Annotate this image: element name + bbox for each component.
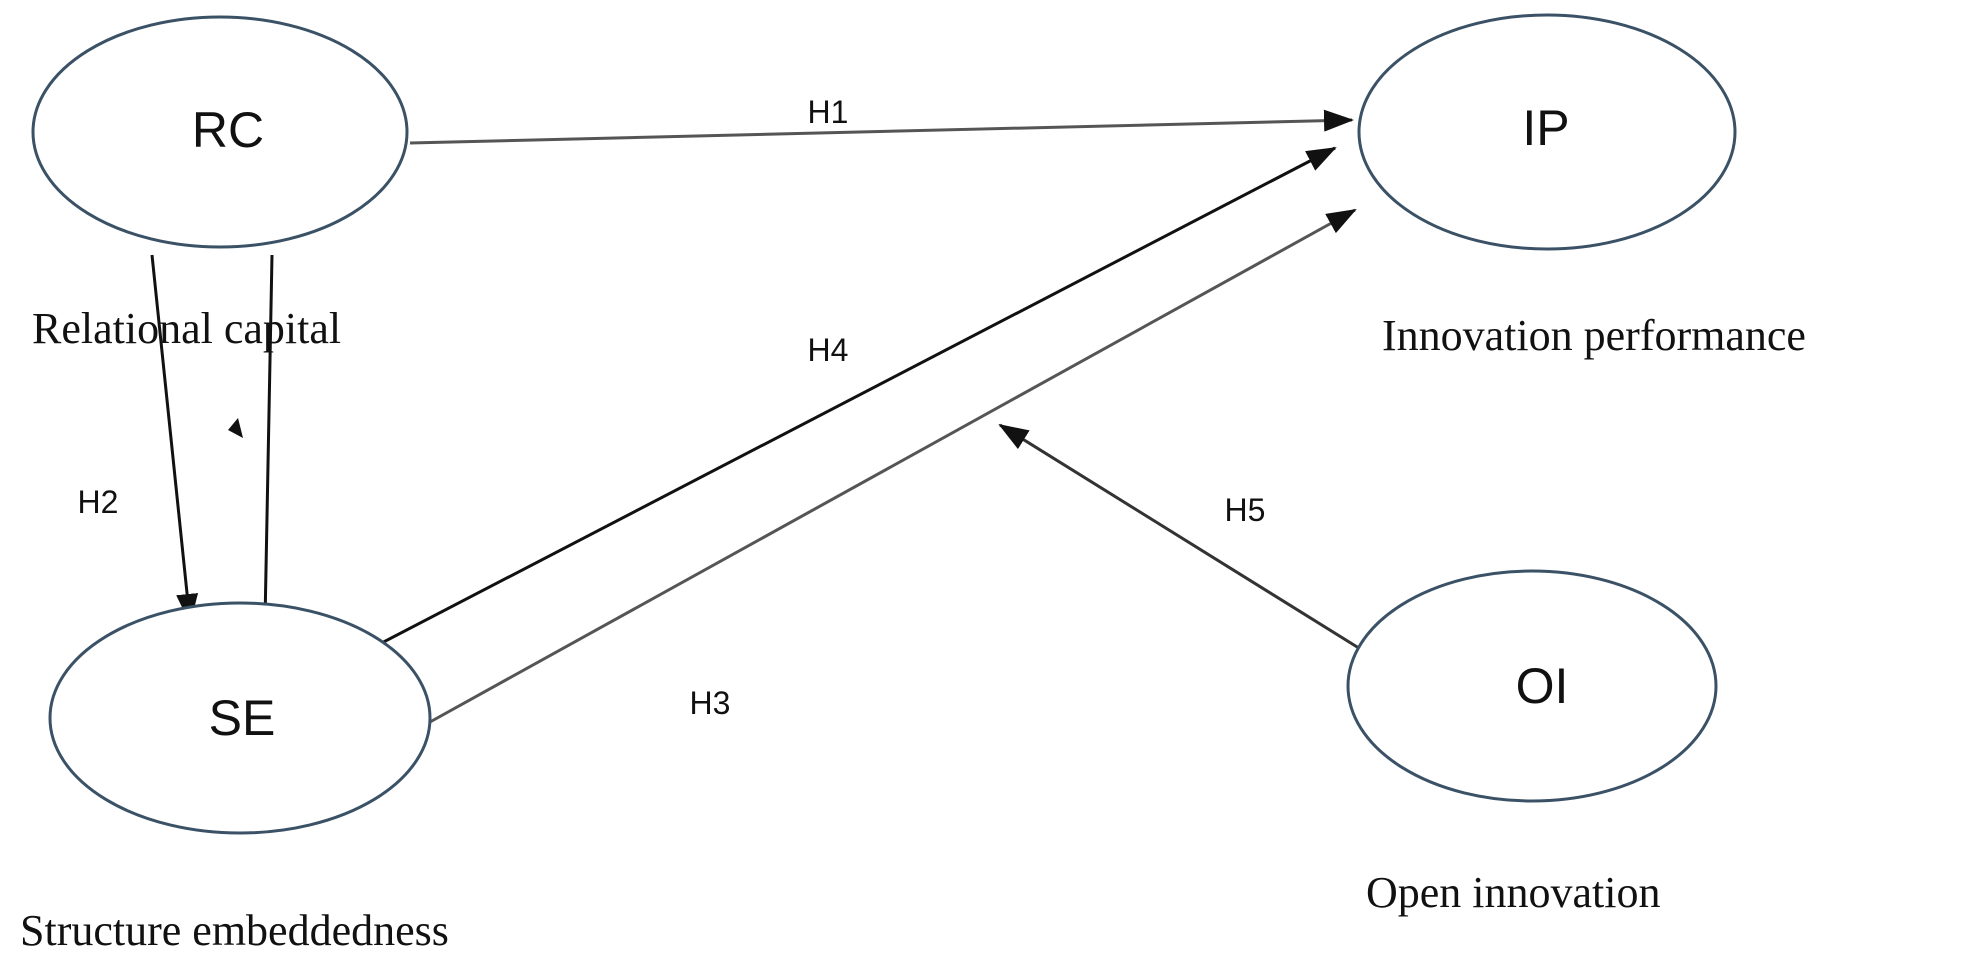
- node-ip-abbr: IP: [1522, 100, 1569, 156]
- edge-h2-rc-to-se: [150, 254, 199, 624]
- edge-h1-rc-to-ip: [409, 109, 1354, 145]
- node-oi-label: Open innovation: [1366, 868, 1661, 917]
- node-ip-label: Innovation performance: [1382, 311, 1806, 360]
- node-rc-abbr: RC: [192, 102, 264, 158]
- node-rc: RC: [31, 15, 409, 249]
- node-ip: IP: [1357, 13, 1737, 251]
- node-ip-ellipse: [1357, 13, 1737, 251]
- node-oi-ellipse: [1346, 569, 1718, 803]
- node-rc-label: Relational capital: [32, 304, 341, 353]
- node-se-ellipse: [48, 601, 432, 835]
- edges: [150, 109, 1363, 724]
- node-se-abbr: SE: [209, 690, 276, 746]
- edge-h4-se-to-ip: [371, 146, 1337, 650]
- edge-h3-se-to-ip: [429, 208, 1357, 724]
- hypothesis-h3-label: H3: [690, 685, 731, 721]
- hypothesis-h1-label: H1: [808, 94, 849, 130]
- node-rc-ellipse: [31, 15, 409, 249]
- edge-h5-oi-to-path: [998, 423, 1363, 652]
- hypothesis-h5-label: H5: [1225, 492, 1266, 528]
- node-se: SE: [48, 601, 432, 835]
- hypothesis-h2-label: H2: [78, 484, 119, 520]
- node-oi: OI: [1346, 569, 1718, 803]
- node-oi-abbr: OI: [1516, 658, 1569, 714]
- hypothesis-h4-label: H4: [808, 332, 849, 368]
- edge-se-to-rc: [263, 254, 274, 623]
- edge-small-arrowhead: [228, 418, 243, 438]
- node-se-label: Structure embeddedness: [20, 906, 449, 955]
